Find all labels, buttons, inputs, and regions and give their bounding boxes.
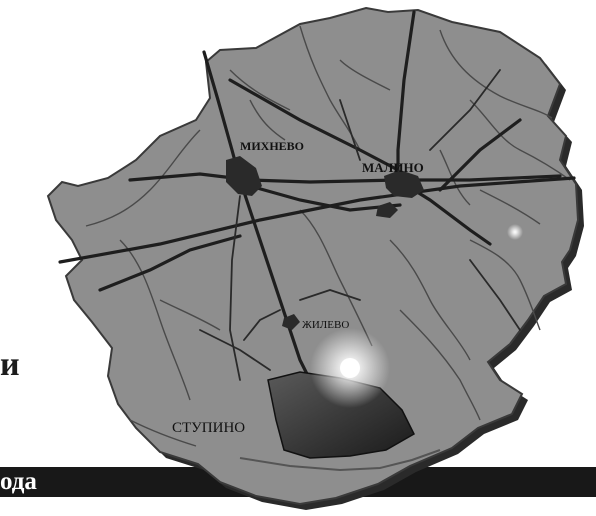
label-zhilevo: ЖИЛЕВО [302,319,349,331]
side-letter: и [0,346,20,383]
label-mikhnevo: МИХНЕВО [240,139,304,153]
oka-river [239,449,441,472]
lens-glow-core [340,358,360,378]
secondary-roads [199,69,521,381]
malino-outskirt [376,202,398,218]
label-stupino: СТУПИНО [172,420,245,436]
label-malino: МАЛИНО [362,160,424,175]
band-text: ода [0,468,37,495]
mikhnevo-city [226,156,262,196]
district-region [46,6,580,506]
malino-city [384,170,424,198]
zhilevo-city [282,314,300,330]
cities [226,156,424,330]
lens-glow-small [507,224,523,240]
